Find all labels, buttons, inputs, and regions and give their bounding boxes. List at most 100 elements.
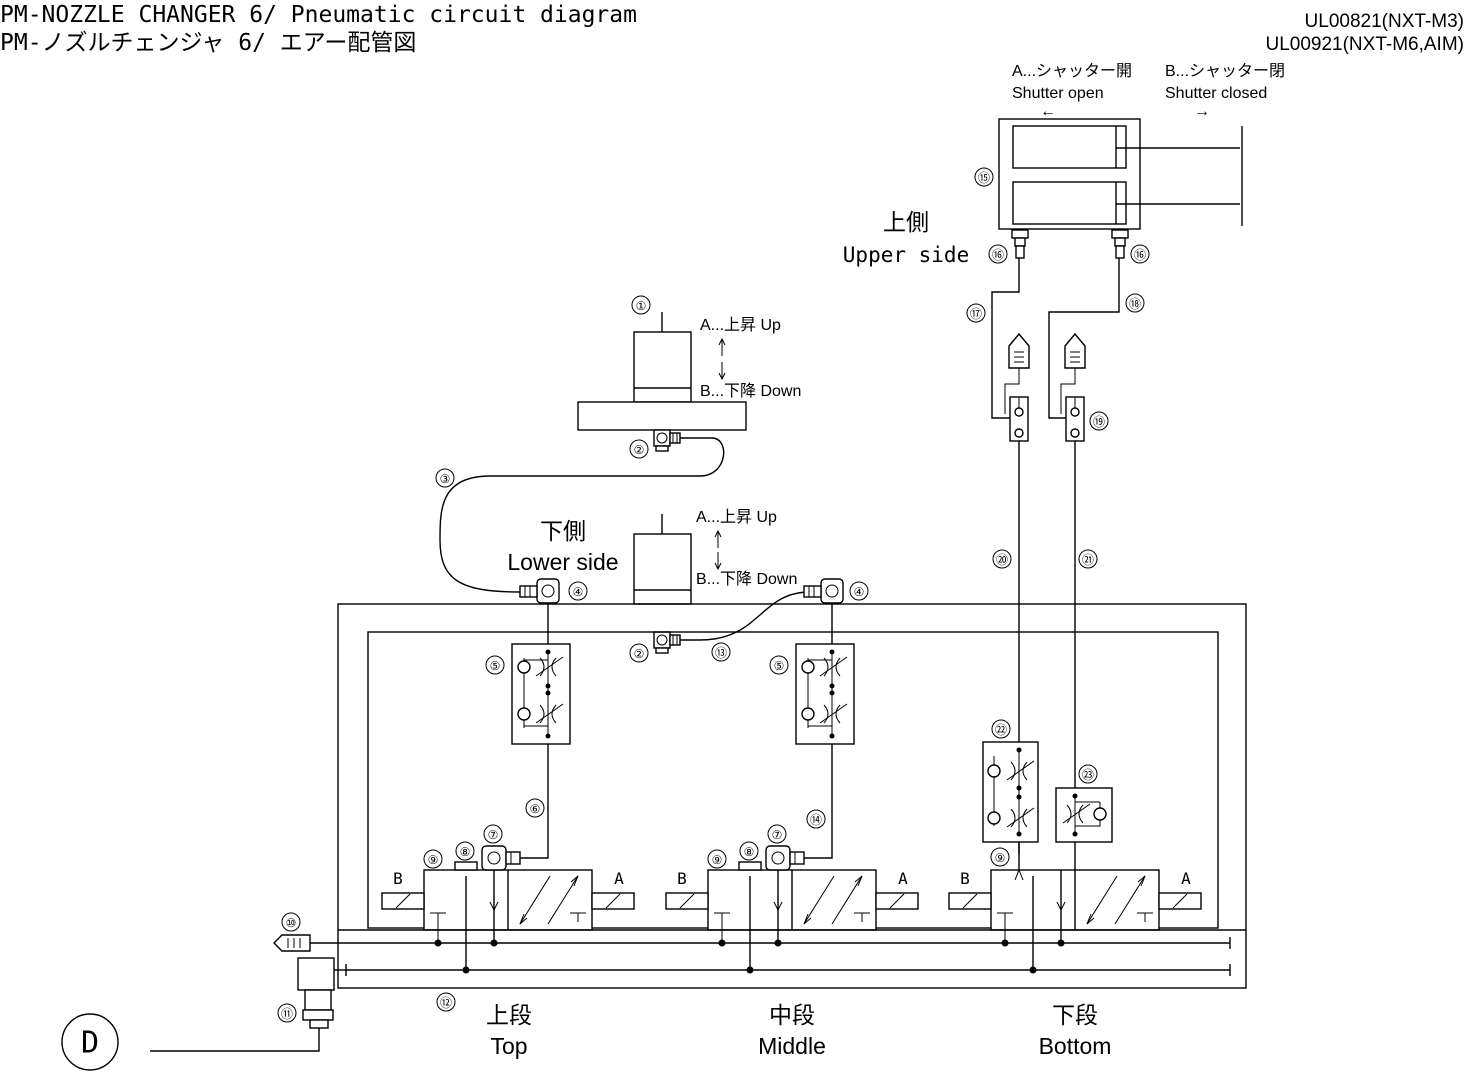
upper-side-en: Upper side — [843, 243, 969, 267]
exhaust-silencer — [273, 934, 346, 952]
part-marker-4-left: ④ — [568, 581, 588, 601]
upper-cylinder-down: B...下降 Down — [700, 382, 801, 400]
svg-text:⑪: ⑪ — [281, 1007, 293, 1021]
tier-top-jp: 上段 — [486, 1002, 532, 1028]
part-marker-15: ⑮ — [974, 167, 994, 187]
shutter-b-en: Shutter closed — [1165, 85, 1267, 102]
valve-fitting-top — [454, 845, 521, 871]
tier-top-en: Top — [490, 1033, 527, 1059]
svg-text:⑳: ⑳ — [996, 553, 1008, 567]
svg-text:⑨: ⑨ — [428, 853, 439, 867]
manifold-base — [338, 922, 1246, 976]
tube-6 — [520, 744, 549, 859]
svg-text:③: ③ — [440, 472, 451, 486]
valve-top-port-a: A — [614, 869, 624, 888]
svg-text:㉑: ㉑ — [1082, 553, 1094, 567]
manifold-outer-frame — [337, 603, 1247, 989]
upper-cylinder-up: A...上昇 Up — [700, 316, 781, 334]
part-marker-10: ⑩ — [281, 912, 301, 932]
shutter-a-en: Shutter open — [1012, 85, 1104, 102]
speed-controller-top — [511, 603, 571, 745]
part-marker-2-lower: ② — [629, 643, 649, 663]
svg-text:②: ② — [634, 443, 645, 457]
svg-text:①: ① — [636, 299, 647, 313]
tier-bottom-en: Bottom — [1039, 1033, 1112, 1059]
svg-text:⑯: ⑯ — [992, 248, 1004, 262]
svg-text:⑨: ⑨ — [995, 851, 1006, 865]
svg-text:⑧: ⑧ — [744, 845, 755, 859]
svg-text:⑮: ⑮ — [978, 171, 990, 185]
svg-text:④: ④ — [573, 585, 584, 599]
tier-middle-en: Middle — [758, 1033, 826, 1059]
upper-cylinder — [577, 312, 747, 431]
shutter-fitting-left — [1011, 229, 1029, 259]
elbow-fitting-right — [803, 578, 844, 604]
part-marker-11: ⑪ — [277, 1003, 297, 1023]
speed-controller-middle — [795, 603, 855, 745]
shutter-a-arrow: ← — [1040, 103, 1056, 120]
tube-18 — [1048, 258, 1120, 419]
svg-text:⑲: ⑲ — [1093, 415, 1105, 429]
connection-d-label: D — [81, 1026, 99, 1061]
lower-side-jp: 下側 — [540, 518, 586, 544]
shutter-b-jp: B...シャッター閉 — [1165, 62, 1285, 80]
part-marker-5-right: ⑤ — [769, 655, 789, 675]
shutter-cylinder — [998, 118, 1243, 230]
lower-cylinder-up: A...上昇 Up — [696, 508, 777, 526]
tube-3 — [439, 437, 725, 593]
tier-bottom-jp: 下段 — [1052, 1002, 1098, 1028]
valve-top-port-b: B — [393, 869, 403, 888]
part-marker-12: ⑫ — [436, 992, 456, 1012]
part-marker-19: ⑲ — [1089, 411, 1109, 431]
speed-controller-22 — [982, 741, 1039, 843]
model-number-m6: UL00921(NXT-M6,AIM) — [1265, 34, 1464, 55]
elbow-fitting-left — [519, 578, 560, 604]
tier-middle-jp: 中段 — [769, 1002, 815, 1028]
part-markers: ① ② ③ ④ ④ ② ⑬ ⑤ ⑤ ⑥ ⑭ ⑦ ⑦ ⑧ ⑧ ⑨ ⑨ ⑨ ⑩ ⑪ … — [277, 167, 1150, 1023]
shutter-a-jp: A...シャッター開 — [1012, 62, 1132, 80]
part-marker-8-top: ⑧ — [455, 841, 475, 861]
svg-text:⑬: ⑬ — [715, 646, 727, 660]
svg-text:㉒: ㉒ — [995, 723, 1007, 737]
part-marker-14: ⑭ — [806, 809, 826, 829]
shutter-fitting-right — [1111, 229, 1129, 259]
silencer-right — [1060, 332, 1086, 414]
part-marker-1: ① — [631, 295, 651, 315]
svg-text:⑫: ⑫ — [440, 996, 452, 1010]
part-marker-17: ⑰ — [966, 303, 986, 323]
solenoid-valve-bottom — [948, 868, 1202, 970]
part-marker-6: ⑥ — [525, 798, 545, 818]
svg-text:⑦: ⑦ — [772, 828, 783, 842]
valve-bottom-port-a: A — [1181, 869, 1191, 888]
fitting-upper — [653, 429, 681, 452]
supply-fitting — [150, 957, 346, 1052]
svg-text:㉓: ㉓ — [1082, 768, 1094, 782]
solenoid-valve-middle — [665, 869, 919, 970]
part-marker-16-left: ⑯ — [988, 244, 1008, 264]
svg-text:⑨: ⑨ — [712, 853, 723, 867]
upper-side-jp: 上側 — [883, 209, 929, 235]
quick-exhaust-valve-left — [1009, 396, 1029, 442]
part-marker-8-middle: ⑧ — [739, 841, 759, 861]
tube-14 — [804, 744, 833, 859]
valve-fitting-middle — [738, 845, 805, 871]
svg-text:⑱: ⑱ — [1129, 297, 1141, 311]
part-marker-7-middle: ⑦ — [767, 824, 787, 844]
connection-d-circle — [61, 1013, 119, 1071]
svg-text:⑧: ⑧ — [460, 845, 471, 859]
quick-exhaust-valve-right — [1065, 396, 1085, 442]
lower-side-en: Lower side — [507, 549, 618, 575]
part-marker-13: ⑬ — [711, 642, 731, 662]
part-marker-9-middle: ⑨ — [707, 849, 727, 869]
part-marker-3: ③ — [435, 468, 455, 488]
svg-text:⑰: ⑰ — [970, 307, 982, 321]
lower-cylinder-arrows — [714, 529, 722, 571]
solenoid-valve-top — [381, 869, 635, 970]
svg-text:④: ④ — [854, 585, 865, 599]
valve-middle-port-b: B — [677, 869, 687, 888]
svg-text:⑩: ⑩ — [286, 916, 297, 930]
svg-text:⑥: ⑥ — [530, 802, 541, 816]
svg-text:⑤: ⑤ — [774, 659, 785, 673]
svg-text:⑯: ⑯ — [1134, 248, 1146, 262]
lower-cylinder-down: B...下降 Down — [696, 570, 797, 588]
